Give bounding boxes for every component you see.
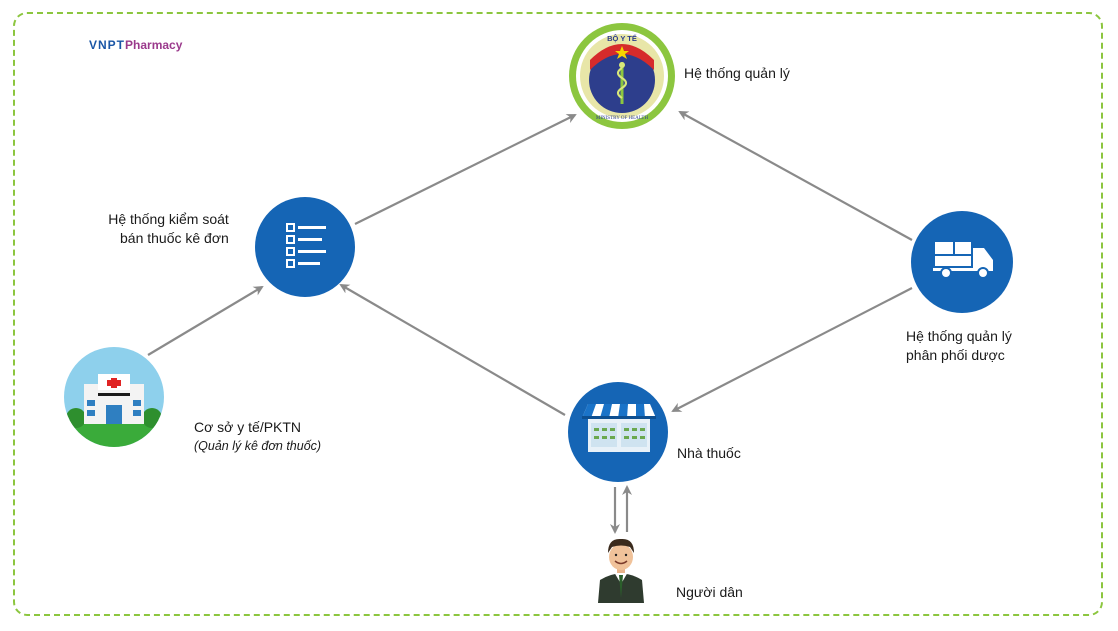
distribution-label: Hệ thống quản lý phân phối dược xyxy=(906,328,1012,363)
arrow-pharmacy-to-control xyxy=(339,283,566,416)
ministry-label: Hệ thống quản lý xyxy=(684,65,790,81)
seal-bottom-text: MINISTRY OF HEALTH xyxy=(596,116,649,121)
citizen-label: Người dân xyxy=(676,584,743,600)
checklist-icon xyxy=(286,223,295,268)
control-node xyxy=(255,197,355,297)
diagram-frame xyxy=(13,12,1103,616)
hospital-label: Cơ sở y tế/PKTN (Quản lý kê đơn thuốc) xyxy=(194,419,322,453)
truck-icon xyxy=(933,242,993,279)
arrow-control-to-ministry xyxy=(354,114,577,225)
pharmacy-store-icon xyxy=(582,404,656,452)
control-label: Hệ thống kiểm soát bán thuốc kê đơn xyxy=(108,211,229,246)
arrow-distribution-to-ministry xyxy=(678,111,913,241)
arrow-distribution-to-pharmacy xyxy=(671,287,913,412)
arrow-hospital-to-control xyxy=(147,285,264,356)
hospital-icon xyxy=(64,347,164,447)
ministry-of-health-seal-icon: BỘ Y TẾ MINISTRY OF HEALTH xyxy=(569,23,675,129)
pharmacy-label: Nhà thuốc xyxy=(677,445,741,461)
seal-top-text: BỘ Y TẾ xyxy=(607,33,637,43)
person-icon xyxy=(598,538,644,603)
pharmacy-node xyxy=(568,382,668,482)
distribution-node xyxy=(911,211,1013,313)
brand-logo: VNPTPharmacy xyxy=(89,38,183,52)
